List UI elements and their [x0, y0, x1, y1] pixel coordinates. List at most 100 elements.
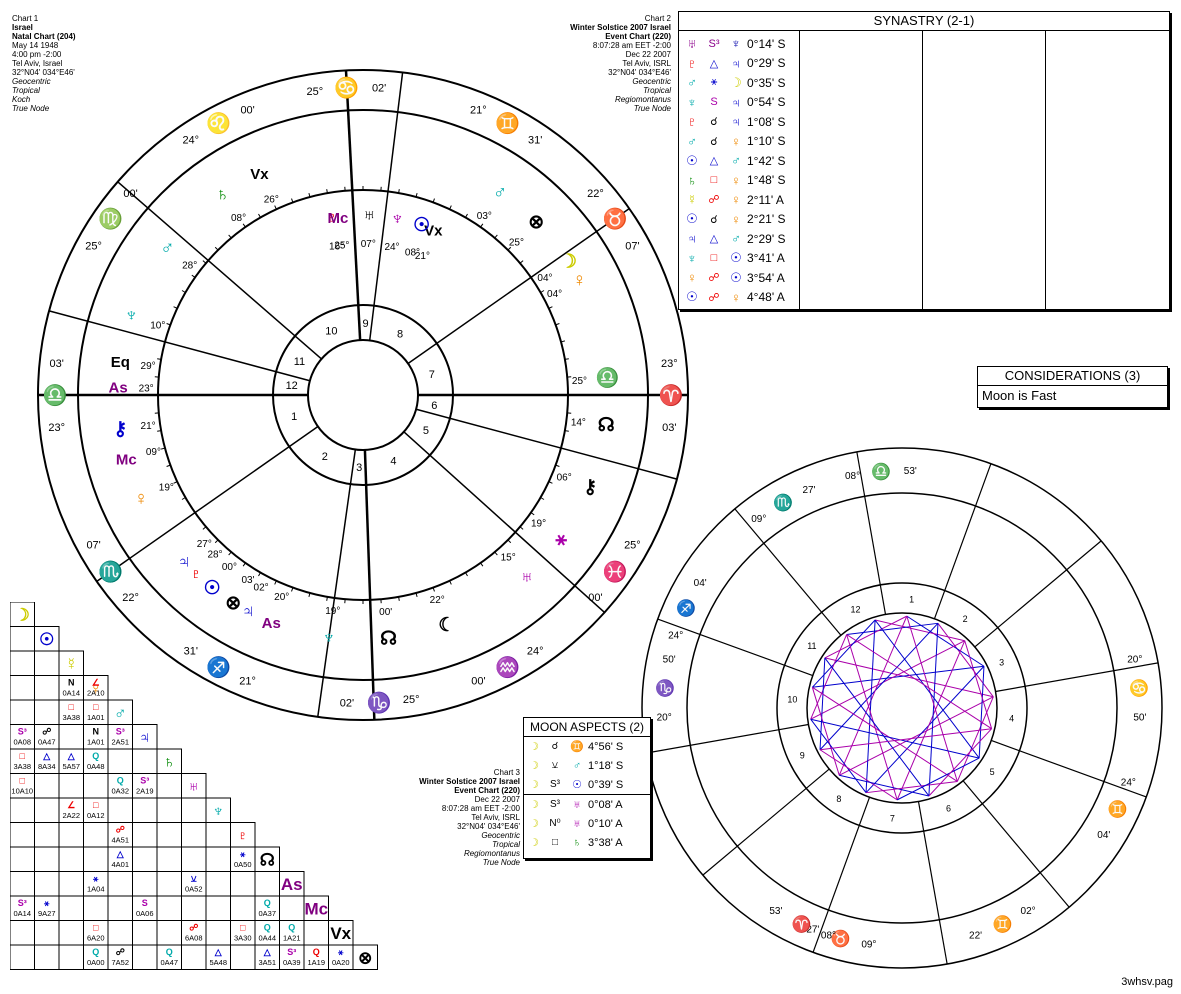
grid-cell — [34, 650, 60, 676]
sign-glyph: ♈ — [659, 383, 684, 407]
degree-tick — [191, 512, 196, 516]
grid-cell — [83, 773, 109, 799]
grid-cell — [230, 895, 256, 921]
grid-aspect-glyph: □ — [93, 923, 99, 933]
house-cusp-line — [415, 408, 678, 480]
house-cusp-line — [368, 72, 404, 341]
sign-degree: 25° — [403, 694, 420, 706]
synastry-planet1: ♂ — [687, 133, 697, 149]
planet-degree: 26° — [264, 194, 279, 205]
grid-aspect-glyph: Q — [288, 923, 295, 933]
grid-cell — [230, 871, 256, 897]
planet-glyph: Mc — [328, 210, 349, 227]
considerations-title: CONSIDERATIONS (3) — [978, 367, 1167, 386]
aspect-line — [811, 687, 840, 776]
wheel2-house-number: 1 — [909, 594, 914, 604]
wheel2-min: 27' — [806, 925, 819, 936]
synastry-planet2: ♂ — [731, 153, 741, 169]
grid-cell — [58, 675, 84, 701]
degree-tick — [530, 274, 535, 278]
grid-cell — [132, 920, 158, 946]
grid-cell — [205, 944, 231, 970]
grid-aspect-orb: 6A08 — [185, 934, 203, 943]
grid-cell — [205, 895, 231, 921]
chart1-node: True Node — [12, 104, 50, 113]
house-cusp-line — [403, 431, 606, 614]
chart2-date: Dec 22 2007 — [625, 50, 671, 59]
degree-tick — [555, 323, 560, 326]
house-cusp-line — [363, 449, 376, 720]
synastry-title: SYNASTRY (2-1) — [679, 12, 1169, 31]
grid-cell — [107, 748, 133, 774]
grid-cell — [34, 895, 60, 921]
aspect-line — [865, 619, 876, 793]
wheel2-house-number: 8 — [836, 794, 841, 804]
grid-cell — [181, 871, 207, 897]
grid-aspect-glyph: ☍ — [116, 947, 125, 957]
planet-degree: 29° — [141, 361, 156, 372]
planet-degree: 25° — [572, 376, 587, 387]
degree-tick — [540, 290, 545, 293]
moon-aspect-row: ☽⚺♂1°18' S — [524, 756, 650, 775]
synastry-aspect: ☍ — [708, 291, 720, 304]
wheel2-house-number: 2 — [963, 614, 968, 624]
grid-cell — [10, 944, 35, 970]
chart1-place: Tel Aviv, Israel — [12, 59, 63, 68]
planet-glyph: As — [109, 379, 128, 396]
grid-cell — [303, 920, 329, 946]
synastry-row: ♅S³♆0°14' S — [681, 34, 815, 54]
grid-aspect-orb: 0A44 — [258, 934, 276, 943]
degree-tick — [202, 526, 207, 530]
aspect-line — [937, 623, 994, 698]
grid-cell — [58, 773, 84, 799]
grid-aspect-glyph: Q — [166, 947, 173, 957]
sign-minute: 00' — [471, 676, 485, 688]
moon-aspect-orb: 3°38' A — [588, 836, 623, 849]
grid-row-glyph: ♂ — [114, 703, 127, 722]
grid-aspect-glyph: ⚹ — [338, 947, 344, 957]
degree-tick — [326, 189, 328, 194]
grid-aspect-glyph: ∠ — [67, 800, 75, 810]
synastry-orb: 0°14' S — [747, 36, 786, 51]
synastry-row: ♆S♃0°54' S — [681, 93, 815, 113]
degree-tick — [202, 260, 207, 264]
wheel2-house-number: 7 — [890, 814, 895, 824]
grid-cell — [328, 920, 354, 946]
chart1-info: Chart 1 Israel Natal Chart (204) May 14 … — [12, 14, 76, 113]
sign-minute: 00' — [123, 188, 137, 200]
grid-cell — [34, 822, 60, 848]
grid-aspect-glyph: ⚹ — [44, 898, 50, 908]
aspect-line — [811, 619, 876, 688]
grid-cell — [156, 846, 182, 872]
grid-cell — [10, 797, 35, 823]
synastry-planet1: ♆ — [687, 250, 697, 266]
grid-cell — [132, 797, 158, 823]
grid-aspect-orb: 7A52 — [111, 958, 129, 967]
sign-degree: 21° — [470, 104, 487, 116]
aspect-line — [896, 757, 980, 801]
grid-row-glyph: As — [281, 875, 303, 894]
synastry-aspect: ☍ — [708, 194, 720, 207]
chart3-date: Dec 22 2007 — [474, 795, 520, 804]
degree-tick — [494, 234, 498, 239]
grid-aspect-glyph: Q — [117, 776, 124, 786]
grid-cell — [107, 871, 133, 897]
grid-aspect-orb: 0A08 — [13, 738, 31, 747]
synastry-row: ♇☌♃1°08' S — [681, 112, 815, 132]
chart3-geo: Geocentric — [481, 831, 520, 840]
sign-degree: 23° — [48, 422, 65, 434]
aspect-line — [874, 619, 965, 642]
planet-glyph: ♄ — [215, 184, 229, 205]
aspect-line — [978, 666, 985, 759]
aspect-line — [824, 615, 908, 659]
planet-glyph: ♇ — [325, 208, 339, 229]
grid-row-glyph: ♅ — [187, 777, 200, 796]
grid-cell — [34, 944, 60, 970]
grid-cell — [205, 846, 231, 872]
planet-glyph: ☾ — [438, 615, 455, 636]
grid-cell — [230, 944, 256, 970]
grid-aspect-orb: 2A19 — [136, 787, 154, 796]
grid-cell — [34, 797, 60, 823]
house-cusp-line — [96, 425, 319, 583]
grid-row-glyph: Mc — [304, 899, 328, 918]
